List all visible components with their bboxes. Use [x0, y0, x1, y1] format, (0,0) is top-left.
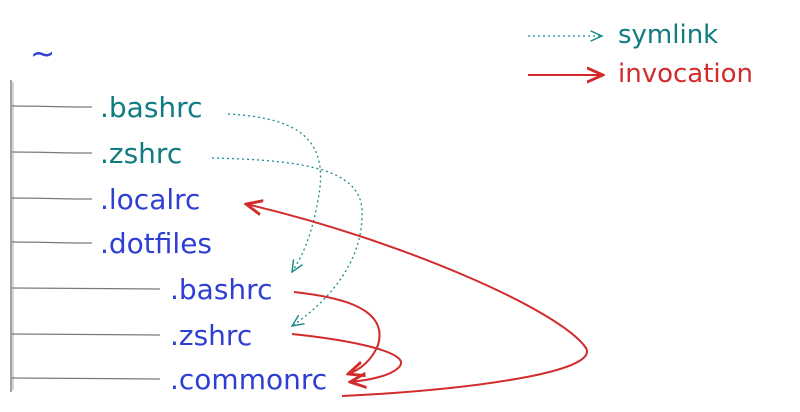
branch-line-bashrc — [11, 105, 93, 108]
branch-line-dotfiles-bashrc — [11, 287, 161, 290]
tree-item-zshrc-symlink: .zshrc — [100, 137, 182, 170]
tree-item-localrc: .localrc — [100, 183, 200, 216]
branch-line-dotfiles-zshrc — [11, 333, 161, 336]
tree-item-dotfiles-commonrc: .commonrc — [170, 363, 327, 396]
invocation-arrow-commonrc-to-localrc — [246, 204, 589, 397]
tree-item-bashrc-symlink: .bashrc — [100, 91, 202, 124]
symlink-arrow-bashrc — [227, 113, 322, 272]
tree-item-dotfiles-bashrc: .bashrc — [170, 273, 272, 306]
branch-line-zshrc — [11, 151, 93, 154]
root-label: ~ — [30, 37, 55, 72]
legend-symlink-label: symlink — [618, 20, 718, 50]
legend-invocation-label: invocation — [618, 59, 753, 89]
tree-item-dotfiles-zshrc: .zshrc — [170, 319, 252, 352]
branch-line-localrc — [11, 197, 93, 200]
branch-line-dotfiles — [11, 241, 93, 244]
invocation-arrow-bashrc-to-commonrc — [293, 291, 381, 374]
branch-line-dotfiles-commonrc — [11, 377, 161, 380]
tree-item-dotfiles-folder: .dotfiles — [100, 227, 212, 260]
invocation-arrow-zshrc-to-commonrc — [291, 333, 403, 382]
symlink-arrow-zshrc — [211, 157, 363, 326]
